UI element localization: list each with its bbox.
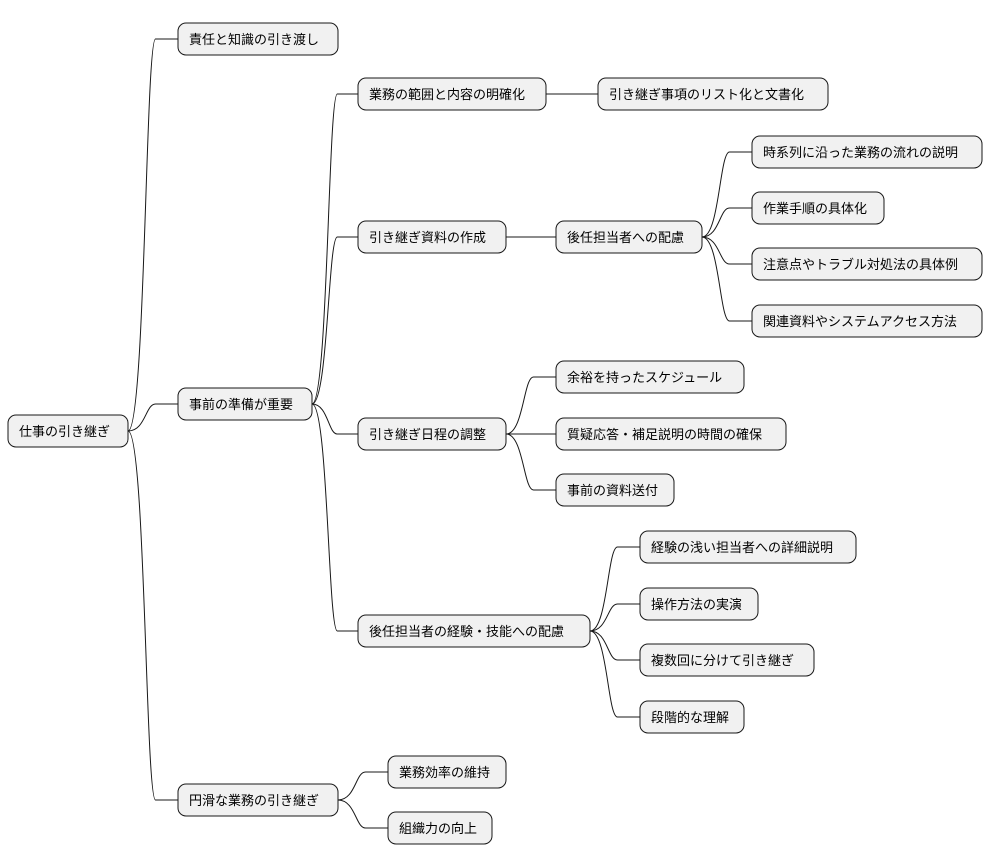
node-box	[177, 387, 313, 421]
node-b3_2: 組織力の向上	[387, 811, 493, 845]
edge-b2_2_1-b2_2_1_3	[701, 236, 752, 265]
node-label: 作業手順の具体化	[763, 201, 867, 217]
edge-root-b1	[127, 38, 178, 432]
edge-b2_2_1-b2_2_1_2	[701, 207, 752, 238]
node-b1: 責任と知識の引き渡し	[177, 22, 339, 56]
node-box	[639, 700, 745, 734]
node-box	[177, 783, 339, 817]
node-box	[357, 417, 507, 451]
node-label: 引き継ぎ資料の作成	[369, 231, 486, 246]
node-b3_1: 業務効率の維持	[387, 755, 507, 789]
node-box	[639, 643, 815, 677]
node-box	[555, 473, 675, 507]
node-b2_2_1_1: 時系列に沿った業務の流れの説明	[751, 135, 983, 169]
node-b2_3_3: 事前の資料送付	[555, 473, 675, 507]
node-box	[387, 755, 507, 789]
node-box	[387, 811, 493, 845]
node-box	[639, 587, 759, 621]
node-box	[7, 414, 129, 448]
edge-b2_4-b2_4_3	[589, 630, 640, 661]
node-label: 段階的な理解	[651, 710, 729, 726]
edge-b2_4-b2_4_1	[589, 546, 640, 632]
node-label: 注意点やトラブル対処法の具体例	[763, 257, 958, 273]
node-b2_2: 引き継ぎ資料の作成	[357, 220, 507, 254]
node-b2: 事前の準備が重要	[177, 387, 313, 421]
node-label: 後任担当者の経験・技能への配慮	[369, 625, 564, 640]
node-b2_1: 業務の範囲と内容の明確化	[357, 77, 547, 111]
node-b2_2_1_4: 関連資料やシステムアクセス方法	[751, 304, 983, 338]
node-b2_3: 引き継ぎ日程の調整	[357, 417, 507, 451]
edge-b2-b2_4	[311, 403, 358, 632]
node-label: 事前の準備が重要	[189, 397, 293, 413]
node-box	[555, 360, 745, 394]
node-label: 質疑応答・補足説明の時間の確保	[567, 427, 762, 443]
node-b2_4_1: 経験の浅い担当者への詳細説明	[639, 530, 857, 564]
edge-b2_4-b2_4_4	[589, 630, 640, 718]
node-label: 複数回に分けて引き継ぎ	[651, 653, 794, 669]
node-box	[357, 220, 507, 254]
node-b2_4_3: 複数回に分けて引き継ぎ	[639, 643, 815, 677]
node-b2_1_1: 引き継ぎ事項のリスト化と文書化	[597, 77, 829, 111]
node-box	[639, 530, 857, 564]
node-b2_4_2: 操作方法の実演	[639, 587, 759, 621]
node-label: 関連資料やシステムアクセス方法	[763, 314, 957, 330]
edge-b2_2_1-b2_2_1_1	[701, 151, 752, 238]
node-label: 責任と知識の引き渡し	[189, 32, 319, 48]
edge-b3-b3_2	[337, 799, 388, 829]
edge-root-b2	[127, 403, 178, 432]
node-box	[555, 220, 703, 254]
edge-b3-b3_1	[337, 771, 388, 801]
node-b2_3_2: 質疑応答・補足説明の時間の確保	[555, 417, 787, 451]
node-label: 組織力の向上	[399, 821, 477, 837]
edge-b2-b2_2	[311, 236, 358, 405]
node-b2_3_1: 余裕を持ったスケジュール	[555, 360, 745, 394]
node-label: 操作方法の実演	[651, 597, 742, 613]
node-box	[177, 22, 339, 56]
edge-root-b3	[127, 430, 178, 801]
node-label: 経験の浅い担当者への詳細説明	[651, 540, 833, 556]
node-b2_2_1: 後任担当者への配慮	[555, 220, 703, 254]
node-box	[555, 417, 787, 451]
node-label: 引き継ぎ事項のリスト化と文書化	[609, 88, 804, 103]
node-b2_2_1_3: 注意点やトラブル対処法の具体例	[751, 247, 983, 281]
edge-b2-b2_3	[311, 403, 358, 435]
edge-b2_3-b2_3_3	[505, 433, 556, 491]
node-b3: 円滑な業務の引き継ぎ	[177, 783, 339, 817]
node-box	[751, 135, 983, 169]
node-label: 余裕を持ったスケジュール	[567, 370, 722, 386]
node-b2_4: 後任担当者の経験・技能への配慮	[357, 614, 591, 648]
mindmap-edges	[127, 38, 752, 829]
node-box	[357, 77, 547, 111]
edge-b2_3-b2_3_1	[505, 376, 556, 435]
edge-b2_2_1-b2_2_1_4	[701, 236, 752, 322]
node-b2_2_1_2: 作業手順の具体化	[751, 191, 885, 225]
node-box	[751, 191, 885, 225]
node-label: 事前の資料送付	[567, 483, 658, 499]
node-box	[751, 304, 983, 338]
edge-b2_4-b2_4_2	[589, 603, 640, 632]
node-box	[751, 247, 983, 281]
node-label: 引き継ぎ日程の調整	[369, 428, 486, 443]
node-label: 業務効率の維持	[399, 765, 490, 781]
edge-b2-b2_1	[311, 93, 358, 405]
node-label: 時系列に沿った業務の流れの説明	[763, 145, 958, 161]
node-label: 円滑な業務の引き継ぎ	[189, 793, 319, 809]
node-label: 仕事の引き継ぎ	[19, 425, 110, 440]
node-box	[597, 77, 829, 111]
node-root: 仕事の引き継ぎ	[7, 414, 129, 448]
node-label: 後任担当者への配慮	[567, 231, 684, 246]
node-box	[357, 614, 591, 648]
node-label: 業務の範囲と内容の明確化	[369, 87, 525, 103]
node-b2_4_4: 段階的な理解	[639, 700, 745, 734]
